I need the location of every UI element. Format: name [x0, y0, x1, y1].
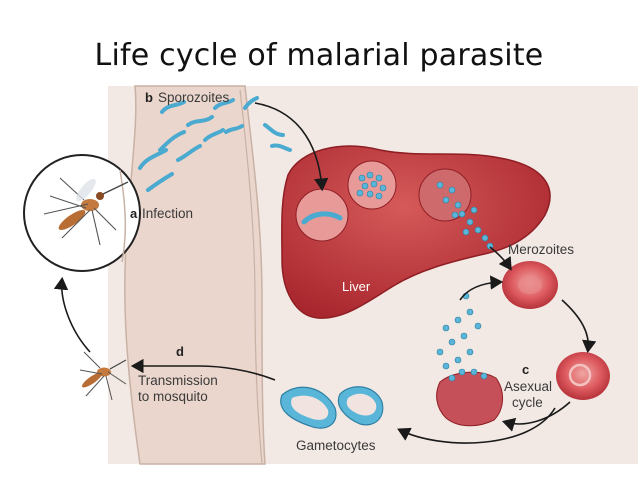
label-step-c: c	[522, 362, 529, 377]
label-merozoites: Merozoites	[508, 242, 574, 257]
slide-title: Life cycle of malarial parasite	[94, 38, 544, 73]
cycle-arrows	[53, 102, 597, 444]
gametocytes-group	[280, 386, 384, 429]
label-asexual-line1: Asexual	[504, 379, 552, 394]
sporozoites-group	[138, 96, 292, 192]
label-gametocytes: Gametocytes	[296, 438, 376, 453]
label-transmission-line1: Transmission	[138, 373, 218, 388]
arrow-to-transmission	[130, 358, 276, 381]
arrow-release-to-rbc	[459, 275, 504, 301]
hepatocyte-sporozoite	[295, 188, 349, 242]
skin-arm	[124, 85, 266, 465]
label-asexual-line2: cycle	[512, 395, 543, 410]
hepatocyte-schizont	[347, 160, 397, 210]
label-sporozoites: Sporozoites	[158, 90, 230, 105]
mosquito-icon	[43, 177, 129, 246]
arrow-to-schizont	[501, 401, 571, 432]
arrow-to-ring-stage	[561, 299, 597, 354]
label-step-b: b	[145, 90, 153, 105]
rbc-ring-stage	[556, 352, 610, 400]
arrow-asexual-to-gametocytes	[397, 407, 556, 444]
rbc-schizont-rupture	[436, 292, 503, 427]
arrow-liver-to-merozoites	[489, 246, 512, 271]
label-transmission-line2: to mosquito	[138, 389, 208, 404]
arrow-sporozoites-to-liver	[254, 102, 329, 192]
label-step-d: d	[176, 344, 184, 359]
mosquito-transmission-icon	[79, 351, 127, 401]
rbc-merozoite-invasion	[502, 261, 558, 309]
label-infection: Infection	[142, 206, 193, 221]
label-liver: Liver	[342, 279, 371, 294]
hepatocyte-rupturing	[418, 168, 494, 250]
arrow-mosquito-to-infection	[53, 276, 91, 353]
label-step-a: a	[130, 206, 138, 221]
